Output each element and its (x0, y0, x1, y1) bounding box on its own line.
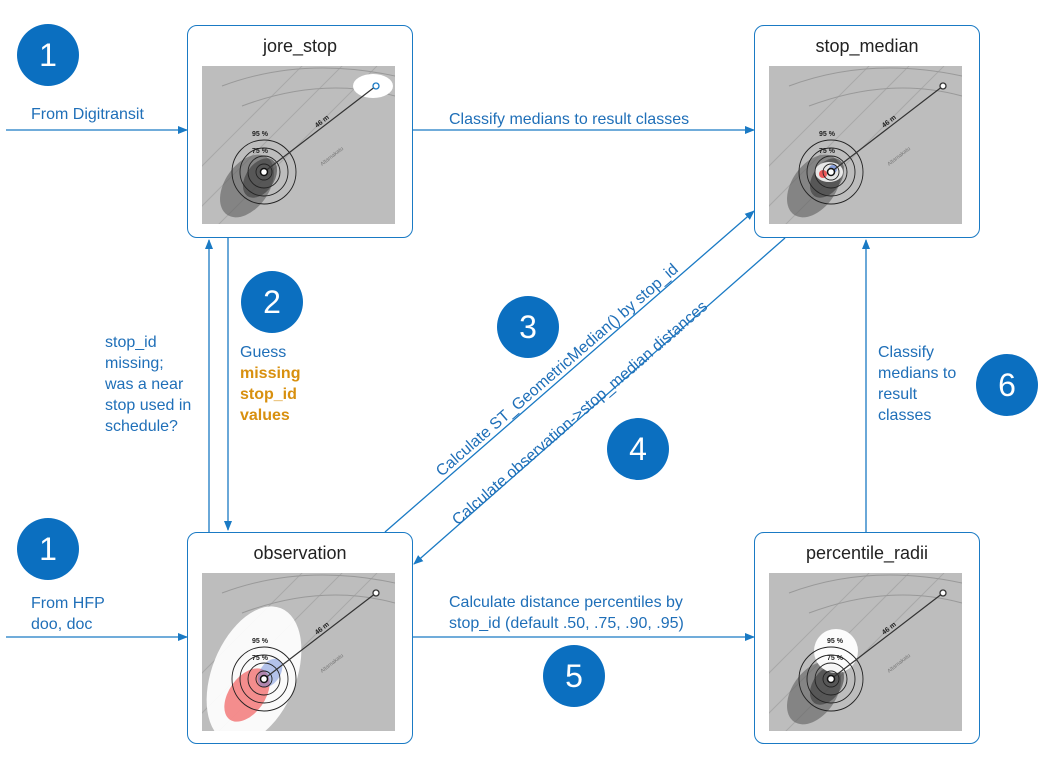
node-stop-median[interactable]: stop_median 95 % 75 % 46 m Altamakatu (754, 25, 980, 238)
label-line: stop_id (default .50, .75, .90, .95) (449, 615, 684, 632)
label-from-hfp: From HFP doo, doc (31, 593, 105, 635)
label-line: From HFP (31, 595, 105, 612)
label-line: schedule? (105, 418, 178, 435)
ring-75-label: 75 % (252, 655, 269, 662)
label-calc-percentiles: Calculate distance percentiles by stop_i… (449, 592, 684, 634)
ring-95-label: 95 % (252, 638, 269, 645)
ring-75-label: 75 % (819, 148, 836, 155)
arrow-observation-to-stop-median (384, 210, 755, 533)
map-thumbnail: 95 % 75 % 46 m Altamakatu (769, 66, 962, 224)
step-badge-6: 6 (976, 354, 1038, 416)
label-highlight: values (240, 407, 290, 424)
ring-95-label: 95 % (827, 638, 844, 645)
label-classify-right: Classify medians to result classes (878, 342, 956, 426)
step-badge-2: 2 (241, 271, 303, 333)
node-observation[interactable]: observation 95 % 75 % 46 m Altamakatu (187, 532, 413, 744)
arrow-stop-median-to-observation (413, 237, 786, 565)
label-line: stop used in (105, 397, 192, 414)
node-title: percentile_radii (805, 543, 929, 563)
label-highlight: stop_id (240, 386, 297, 403)
node-percentile-radii[interactable]: percentile_radii 95 % 75 % 46 m Altamaka… (754, 532, 980, 744)
label-line: medians to (878, 365, 957, 382)
label-from-digitransit: From Digitransit (31, 106, 144, 123)
label-line: was a near (105, 376, 184, 393)
street-label: Altamakatu (320, 146, 345, 168)
label-stop-id-missing: stop_id missing; was a near stop used in… (105, 332, 191, 437)
step-badge-1-bottom: 1 (17, 518, 79, 580)
ring-95-label: 95 % (252, 131, 269, 138)
street-label: Altamakatu (320, 653, 345, 675)
ring-75-label: 75 % (827, 655, 844, 662)
node-title: stop_median (815, 36, 919, 56)
node-title: observation (253, 543, 347, 563)
street-label: Altamakatu (887, 653, 912, 675)
label-classify-top: Classify medians to result classes (449, 111, 690, 128)
map-thumbnail: 95 % 75 % 46 m Altamakatu (202, 66, 395, 224)
street-label: Altamakatu (887, 146, 912, 168)
label-line: Classify (878, 344, 935, 361)
label-highlight: missing (240, 365, 301, 382)
ring-95-label: 95 % (819, 131, 836, 138)
label-line: classes (878, 407, 932, 424)
step-badge-5: 5 (543, 645, 605, 707)
label-line: doo, doc (31, 616, 93, 633)
label-line: Guess (240, 344, 287, 361)
label-guess-missing: Guess missing stop_id values (240, 342, 300, 426)
label-line: result (878, 386, 918, 403)
node-title: jore_stop (262, 36, 338, 56)
label-line: Calculate distance percentiles by (449, 594, 683, 611)
step-badge-4: 4 (607, 418, 669, 480)
map-thumbnail: 95 % 75 % 46 m Altamakatu (769, 573, 962, 731)
step-badge-3: 3 (497, 296, 559, 358)
step-badge-1-top: 1 (17, 24, 79, 86)
label-line: missing; (105, 355, 164, 372)
ring-75-label: 75 % (252, 148, 269, 155)
map-thumbnail: 95 % 75 % 46 m Altamakatu (202, 573, 395, 731)
node-jore-stop[interactable]: jore_stop 95 % 75 % 46 m Altamakatu (187, 25, 413, 238)
label-line: stop_id (105, 334, 157, 351)
